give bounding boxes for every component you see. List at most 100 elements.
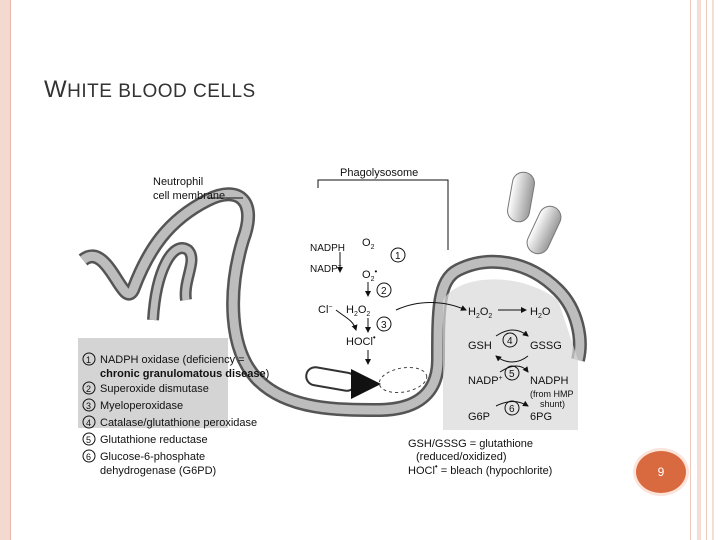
diagram-svg: Neutrophil cell membrane Phagolysosome N… [78,167,587,477]
gsh-label: GSH [468,340,492,352]
bacterium-destroyed [378,366,428,394]
nadp-right-label: NADP+ [468,375,503,387]
o2-radical-dot: • [374,267,377,276]
slide-title: WHITE BLOOD CELLS [44,76,256,104]
note-3-dot: • [435,462,438,471]
h2o-sub: 2 [538,313,542,320]
cl-main: Cl [318,304,328,316]
step-5-circle [504,365,520,381]
hocl-label: HOCl• [346,333,376,348]
legend-1-bold-after: ) [266,368,270,380]
step-6-circle [504,400,520,416]
cytoplasm-fill-right [443,279,578,430]
left-frame-band [0,0,10,540]
gsh-arrow [495,329,529,337]
step-5-num: 5 [509,369,515,380]
cell-membrane-inner [80,189,585,415]
right-frame-line-2 [697,0,701,540]
h2o2-sub1: 2 [354,311,358,318]
o2-radical-sub: 2 [371,276,375,283]
title-rest: HITE BLOOD CELLS [67,81,256,102]
legend-5-num: 5 [86,435,91,445]
nadp-right-plus: + [499,375,503,382]
h2o2-diffusion-arrow [395,302,467,311]
step-1-circle [390,247,406,263]
h2o2-h: H [346,304,354,316]
note-1: GSH/GSSG = glutathione [408,438,533,450]
phagolysosome-bracket [317,179,449,250]
right-h2o2-sub2: 2 [488,313,492,320]
right-frame-line-3 [706,0,707,540]
cl-minus: − [328,304,332,311]
h2o-label: H2O [530,306,551,320]
step-4-circle [502,332,518,348]
nadp-label: NADP+ [310,263,342,275]
legend-3-num: 3 [86,401,91,411]
legend-6-circle [82,449,96,463]
legend-6-num: 6 [86,452,91,462]
h2o-h: H [530,306,538,318]
step-4-num: 4 [507,336,513,347]
neutrophil-diagram: Neutrophil cell membrane Phagolysosome N… [78,160,598,490]
legend-6-text: Glucose-6-phosphate [100,451,205,463]
phagolysosome-label: Phagolysosome [340,167,418,179]
capsule-shape-2 [526,205,562,255]
nadp-main: NADP [310,264,338,275]
page-number-badge: 9 [636,451,686,493]
membrane-label-1: Neutrophil [153,176,203,188]
legend-2-circle [82,381,96,395]
right-h2o2-label: H2O2 [468,306,492,320]
g6p-label: G6P [468,411,490,423]
gssg-arrow [495,355,529,363]
right-frame-line-1 [690,0,691,540]
step-2-num: 2 [381,286,387,297]
legend-1-num: 1 [86,355,91,365]
right-h2o2-h: H [468,306,476,318]
nadp-arrow [499,365,529,373]
o2-label: O2 [362,237,375,251]
legend-5-circle [82,432,96,446]
note-3-b: = bleach (hypochlorite) [438,465,553,477]
legend-3-circle [82,398,96,412]
h2o2-label: H2O2 [346,304,370,318]
enzyme-legend: 1 NADPH oxidase (deficiency = chronic gr… [82,352,270,477]
right-h2o2-sub1: 2 [476,313,480,320]
gssg-label: GSSG [530,340,562,352]
hmp-note-2: shunt) [540,399,565,409]
o2-radical-main: O [362,269,371,281]
o2-main: O [362,237,371,249]
step-3-circle [376,316,392,332]
legend-1-circle [82,352,96,366]
o2-radical-label: O2• [362,267,377,283]
step-6-num: 6 [509,404,515,415]
left-frame-line [10,0,11,540]
capsule-shape-1 [507,171,535,223]
legend-4-text: Catalase/glutathione peroxidase [100,417,257,429]
h2o-o: O [542,306,551,318]
note-2: (reduced/oxidized) [416,451,507,463]
title-initial: W [44,76,68,103]
legend-3-text: Myeloperoxidase [100,400,183,412]
nadp-plus: + [338,263,342,270]
cl-arrow [335,309,358,331]
legend-1-bold-main: chronic granulomatous disease [100,368,266,380]
o2-sub: 2 [371,244,375,251]
legend-5-text: Glutathione reductase [100,434,208,446]
nadph-label: NADPH [310,243,345,254]
h2o2-o: O [358,304,367,316]
step-1-num: 1 [395,251,401,262]
legend-4-circle [82,415,96,429]
legend-2-num: 2 [86,384,91,394]
note-3: HOCl• = bleach (hypochlorite) [408,462,552,477]
right-h2o2-o: O [480,306,489,318]
legend-4-num: 4 [86,418,91,428]
step-3-num: 3 [381,320,387,331]
legend-1-text: NADPH oxidase (deficiency = [100,354,245,366]
hmp-note-1: (from HMP [530,389,574,399]
cytoplasm-fill-left [78,338,228,428]
nadp-right-main: NADP [468,375,499,387]
6pg-label: 6PG [530,411,552,423]
right-frame-line-4 [712,0,714,540]
legend-2-text: Superoxide dismutase [100,383,209,395]
pseudopod-left-inner [149,244,195,321]
